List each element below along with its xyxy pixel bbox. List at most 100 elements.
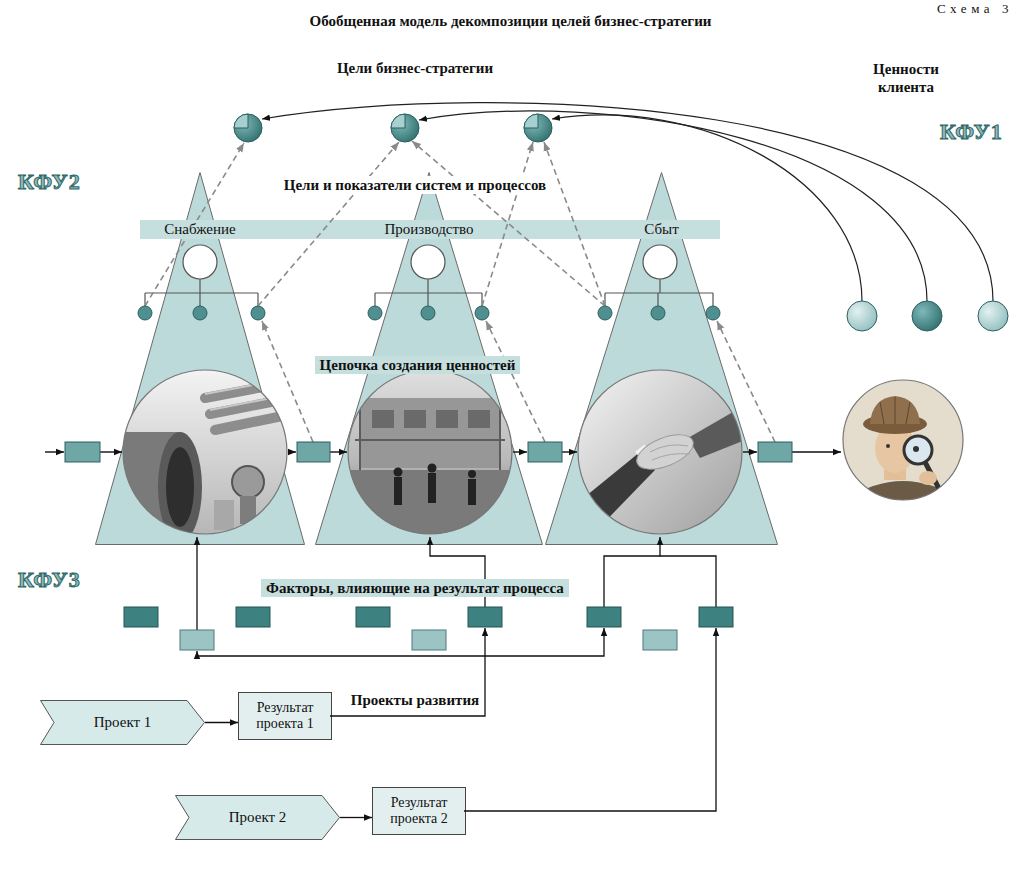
supply-photo	[240, 496, 256, 524]
value-link-curve	[262, 103, 993, 301]
supply-photo	[205, 382, 290, 398]
value-link-curve	[262, 103, 993, 301]
result-box: Результат проекта 1	[238, 692, 332, 740]
label-bar	[140, 220, 720, 239]
kfu-mark: КФУ2	[18, 170, 81, 194]
factor-link	[464, 628, 716, 811]
supply-photo	[158, 432, 202, 542]
box-shape	[239, 693, 332, 740]
goal-tree	[375, 279, 482, 306]
production-photo	[404, 410, 426, 428]
result-label: Результат проекта 1	[245, 700, 325, 732]
client-illustration	[906, 402, 910, 424]
client-column-text-holder: КФУ1	[940, 120, 1003, 144]
process-goal-circle	[183, 245, 217, 279]
indicator-circle	[598, 306, 612, 320]
band-border	[11, 566, 820, 670]
diagram-title: Обобщенная модель декомпозиции целей биз…	[310, 12, 712, 30]
chain-border	[11, 346, 825, 548]
factor-link	[196, 537, 197, 630]
project-chevron: Проект 1	[40, 700, 205, 745]
band-border	[11, 686, 820, 870]
indicator-circle	[251, 306, 265, 320]
column-border	[837, 53, 1021, 870]
client-illustration	[843, 380, 963, 500]
dashed-link	[482, 142, 533, 306]
production-photo	[360, 398, 500, 468]
chain-item	[65, 442, 100, 462]
strategy-goal-circle	[234, 114, 248, 128]
strategy-goal-circle	[524, 114, 552, 142]
factor-link	[197, 537, 716, 811]
value-link-curve	[552, 115, 862, 301]
project-chevron-text-holder: Проект 2	[175, 795, 340, 840]
strategy-goal-circle	[391, 114, 405, 128]
band-heading: Цели и показатели систем и процессов	[279, 176, 551, 194]
scheme-number-holder: Схема 3	[937, 1, 1013, 16]
production-photo	[468, 410, 490, 428]
process-goal-circle	[183, 245, 677, 279]
chain-item	[297, 442, 330, 462]
supply-photo	[123, 370, 287, 534]
result-box-text-holder: Результат проекта 2	[372, 787, 466, 835]
chain-item	[528, 442, 562, 462]
factor-square	[412, 630, 446, 650]
sales-photo	[688, 405, 745, 458]
chain-arrow	[513, 451, 527, 452]
production-photo	[436, 410, 458, 428]
indicator-circle	[138, 306, 152, 320]
client-illustration	[843, 380, 963, 500]
client-value-circle	[847, 301, 877, 331]
client-illustration	[913, 446, 919, 452]
client-value-circle	[847, 301, 1008, 331]
client-value-circle	[978, 301, 1008, 331]
project-chevron: Проект 2	[175, 795, 340, 840]
production-photo	[428, 473, 436, 503]
flow-arrow	[340, 817, 372, 818]
indicator-circle	[138, 306, 720, 320]
production-photo	[348, 370, 512, 534]
chain-arrow	[288, 451, 296, 452]
band-panel-text-holder: Цели и показатели систем и процессов	[10, 176, 820, 194]
goal-tree	[145, 279, 258, 306]
production-photo	[394, 464, 477, 506]
band-panel-text-holder: КФУ2	[18, 170, 81, 194]
supply-photo	[214, 500, 234, 530]
supply-photo	[232, 466, 264, 498]
factor-square	[180, 630, 214, 650]
sales-photo	[575, 368, 745, 538]
production-photo	[372, 410, 394, 428]
factor-link	[330, 628, 485, 716]
chain-arrow	[562, 451, 577, 452]
sales-photo	[632, 428, 698, 476]
client-illustration	[904, 436, 932, 464]
factor-square	[124, 607, 733, 650]
production-photo	[468, 470, 476, 478]
chain-arrow	[792, 451, 841, 452]
production-photo	[394, 468, 403, 477]
sales-photo	[578, 370, 742, 534]
process-label: Снабжение	[160, 220, 239, 238]
chain-item	[758, 442, 792, 462]
supply-photo	[210, 398, 292, 414]
scheme-number: Схема 3	[937, 1, 1013, 16]
supply-photo	[120, 368, 292, 542]
factor-link	[197, 651, 400, 656]
chain-arrow	[743, 451, 757, 452]
dashed-link	[544, 142, 605, 306]
strategy-goal-circle	[391, 114, 419, 142]
process-goal-circle	[643, 245, 677, 279]
strategy-goal-circle	[524, 114, 538, 128]
indicator-circle	[651, 306, 665, 320]
process-label: Сбыт	[640, 220, 682, 238]
indicator-circle	[368, 306, 382, 320]
result-box: Результат проекта 2	[372, 787, 466, 835]
chevron-shape	[41, 701, 205, 745]
factor-square	[643, 630, 677, 650]
indicator-circle	[193, 306, 207, 320]
sales-photo	[652, 454, 690, 460]
result-label: Результат проекта 2	[379, 795, 459, 827]
project-label: Проект 1	[94, 714, 152, 731]
chain-arrow	[100, 451, 122, 452]
factor-square	[699, 607, 733, 627]
